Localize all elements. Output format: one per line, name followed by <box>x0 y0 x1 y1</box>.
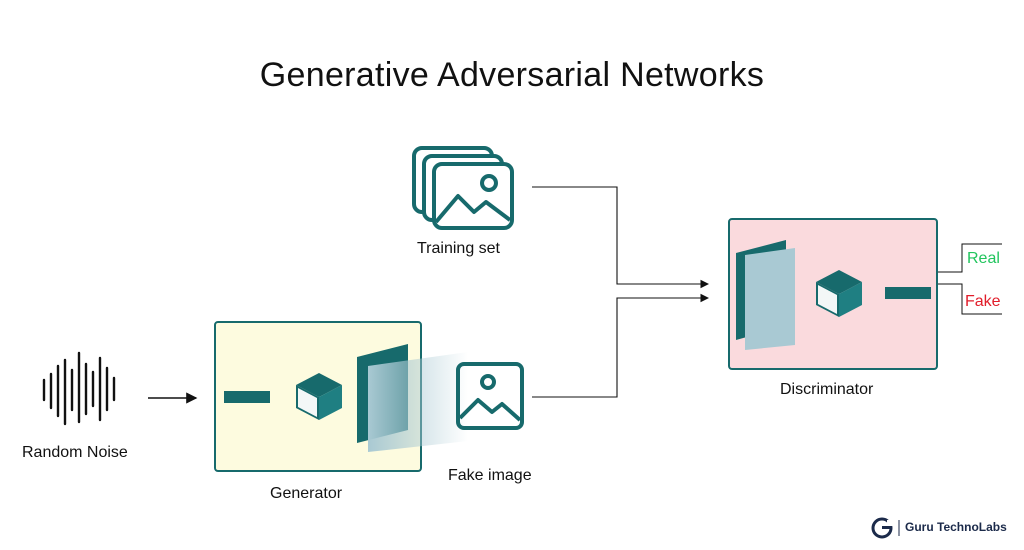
real-output-label: Real <box>967 250 1000 267</box>
brand-logo-icon <box>871 517 900 539</box>
fake-output-line <box>938 283 1002 315</box>
discriminator-dense-bar <box>885 287 931 299</box>
generator-dense-bar <box>224 391 270 403</box>
brand-name: Guru TechnoLabs <box>905 520 1007 534</box>
generator-cube-icon <box>296 373 342 420</box>
fake-to-discriminator-line <box>532 293 710 398</box>
generator-layer-planes-icon <box>357 344 468 452</box>
training-set-label: Training set <box>417 240 500 257</box>
random-noise-label: Random Noise <box>22 444 128 461</box>
discriminator-layer-planes-icon <box>736 240 795 350</box>
real-output-line <box>938 243 1002 273</box>
fake-output-label: Fake <box>965 293 1001 310</box>
fake-image-label: Fake image <box>448 467 532 484</box>
discriminator-cube-icon <box>816 270 862 317</box>
discriminator-label: Discriminator <box>780 381 874 398</box>
training-set-icon <box>412 146 514 230</box>
fake-image-icon <box>456 362 524 430</box>
waveform-icon <box>42 351 116 426</box>
diagram-title: Generative Adversarial Networks <box>259 56 765 94</box>
training-to-discriminator-line <box>532 186 710 289</box>
generator-label: Generator <box>270 485 343 502</box>
